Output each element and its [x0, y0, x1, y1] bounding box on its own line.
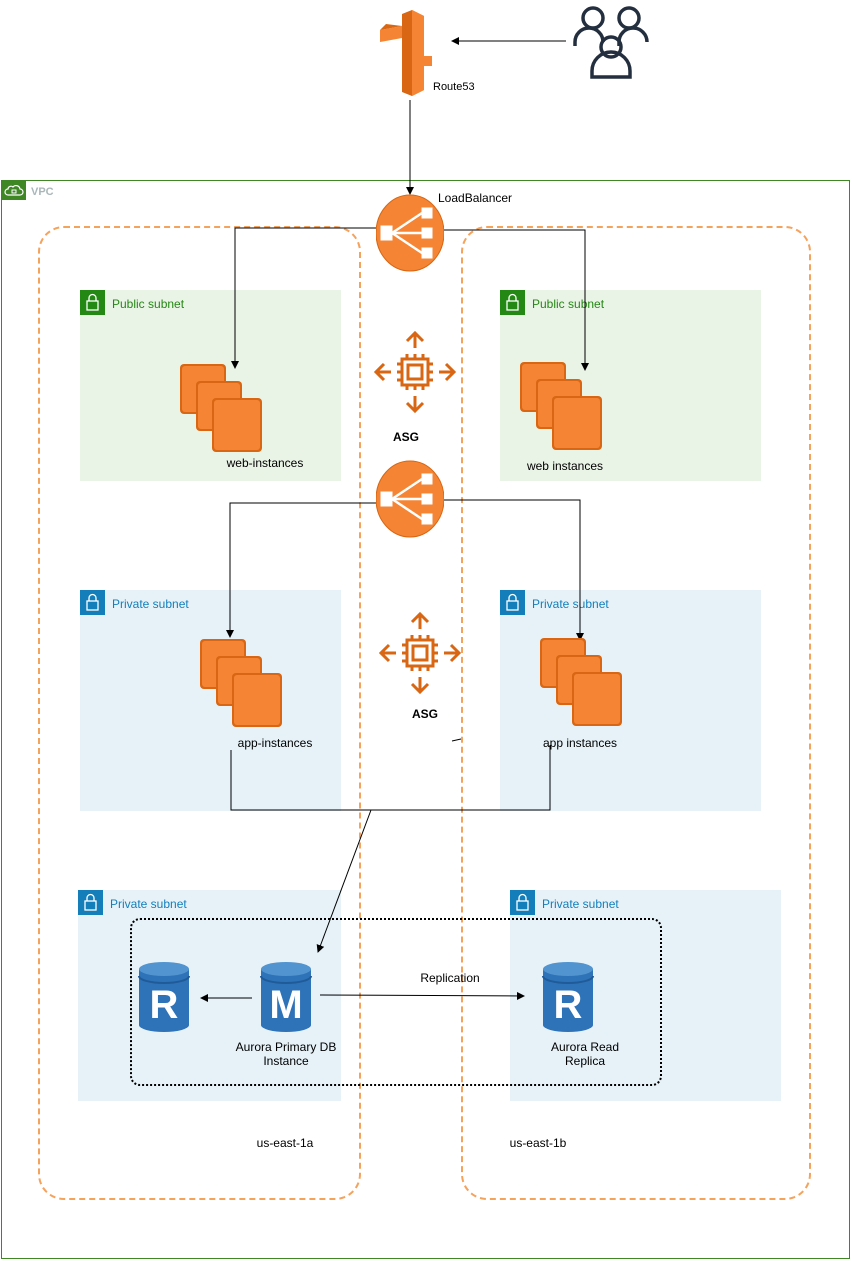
private-subnet-app-left-label: Private subnet [112, 597, 189, 611]
aurora-primary-label: Aurora Primary DB Instance [216, 1040, 356, 1068]
lb-to-app-right-arrow [442, 499, 584, 641]
web-instances-right-label: web instances [526, 459, 604, 473]
web-instances-left-label: web-instances [226, 456, 304, 470]
private-lock-icon [510, 890, 535, 915]
private-subnet-app-right-label: Private subnet [532, 597, 609, 611]
route53-label: Route53 [433, 81, 475, 93]
az-a-label: us-east-1a [256, 1136, 314, 1150]
replication-arrow [319, 991, 525, 1000]
rds-primary-icon: M [260, 961, 312, 1033]
users-icon [573, 6, 649, 79]
availability-zone-a [38, 226, 361, 1200]
load-balancer-label: LoadBalancer [438, 191, 513, 205]
ec2-instances-icon [540, 638, 622, 726]
aurora-primary-label-line2: Instance [263, 1054, 309, 1068]
asg-top-label: ASG [393, 430, 420, 444]
small-tick-mark [451, 738, 462, 742]
app-bus-to-primary-arrow [316, 809, 372, 953]
private-subnet-db-left-label: Private subnet [110, 897, 187, 911]
az-b-label: us-east-1b [509, 1136, 567, 1150]
auto-scaling-icon [379, 611, 462, 695]
load-balancer-icon [376, 194, 444, 272]
db-cluster-group [130, 918, 662, 1086]
vpc-container [1, 180, 850, 1259]
availability-zone-b [461, 226, 811, 1200]
route53-icon [380, 10, 432, 96]
rds-read-replica-icon: R [542, 961, 594, 1033]
public-subnet-right-label: Public subnet [532, 297, 605, 311]
private-lock-icon [500, 590, 525, 615]
internal-load-balancer-icon [376, 460, 444, 538]
app-to-db-bus [230, 745, 551, 811]
ec2-instances-icon [520, 362, 602, 450]
lb-to-app-left-arrow [226, 502, 378, 638]
private-lock-icon [80, 590, 105, 615]
private-subnet-app-right [500, 590, 761, 811]
rds-primary-letter: M [269, 983, 303, 1027]
private-lock-icon [78, 890, 103, 915]
public-lock-icon [80, 290, 105, 315]
app-instances-right-label: app instances [542, 736, 618, 750]
auto-scaling-icon [374, 330, 457, 414]
aurora-read-replica-label-line2: Replica [564, 1054, 606, 1068]
lb-to-web-left-arrow [231, 227, 378, 369]
public-lock-icon [500, 290, 525, 315]
rds-replica-icon: R [138, 961, 190, 1033]
vpc-cloud-icon [2, 181, 26, 200]
rds-read-replica-letter: R [553, 983, 583, 1027]
private-subnet-app-left [80, 590, 341, 811]
rds-replica-letter: R [149, 983, 179, 1027]
aurora-read-replica-label-line1: Aurora Read [550, 1040, 620, 1054]
ec2-instances-icon [200, 639, 282, 727]
app-instances-left-label: app-instances [237, 736, 313, 750]
lb-to-web-right-arrow [442, 229, 589, 371]
private-subnet-db-right-label: Private subnet [542, 897, 619, 911]
public-subnet-left-label: Public subnet [112, 297, 185, 311]
aurora-primary-label-line1: Aurora Primary DB [235, 1040, 337, 1054]
ec2-instances-icon [180, 364, 262, 452]
vpc-label: VPC [31, 186, 54, 198]
aurora-read-replica-label: Aurora Read Replica [525, 1040, 645, 1068]
asg-bottom-label: ASG [412, 707, 439, 721]
replication-label: Replication [420, 971, 480, 985]
